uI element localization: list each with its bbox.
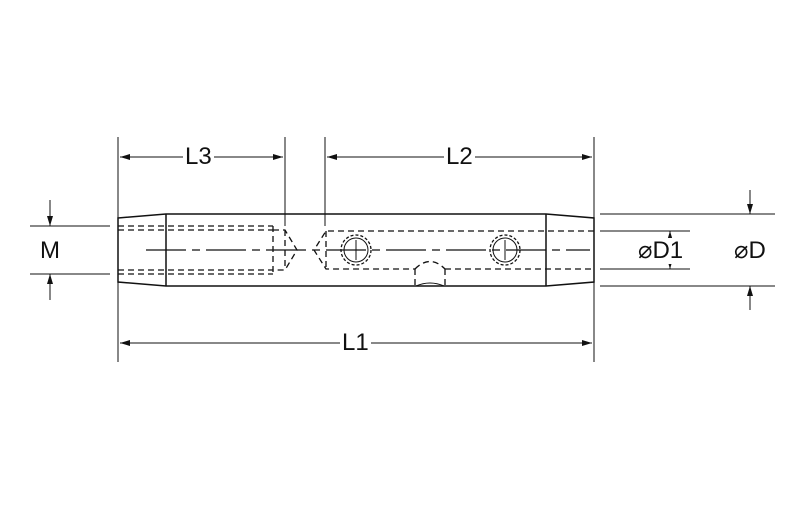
diameter-symbol: ⌀ <box>638 237 653 264</box>
d-text: D <box>748 237 766 264</box>
dimension-label-d: ⌀D <box>732 238 768 264</box>
dimension-label-l2: L2 <box>444 143 475 170</box>
dimension-label-m: M <box>38 237 62 264</box>
turnbuckle-body <box>117 213 595 287</box>
dimension-label-l1: L1 <box>340 329 371 356</box>
dimension-lines <box>30 137 775 362</box>
diameter-symbol: ⌀ <box>734 237 749 264</box>
dimension-label-d1: ⌀D1 <box>636 237 686 264</box>
d1-text: D1 <box>652 237 684 264</box>
dimension-label-l3: L3 <box>183 143 214 170</box>
